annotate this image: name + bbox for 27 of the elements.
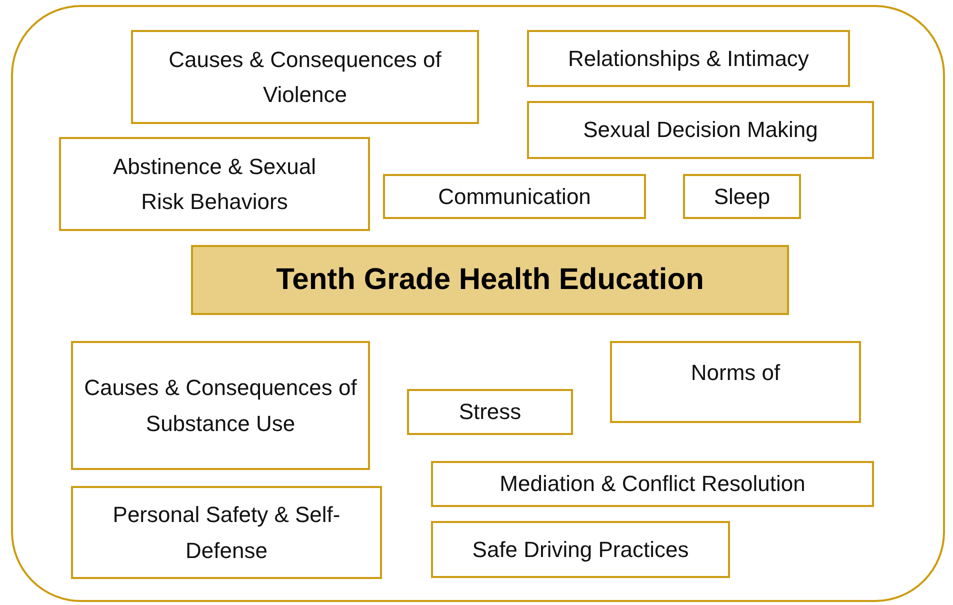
topic-text: Mediation & Conflict Resolution <box>498 470 806 498</box>
topic-text: Norms of <box>690 359 782 387</box>
topic-text: Causes & Consequences of Violence <box>168 46 442 109</box>
topic-text: Safe Driving Practices <box>471 536 690 564</box>
topic-box <box>71 486 382 579</box>
topic-text: Personal Safety & Self-Defense <box>112 501 342 564</box>
topic-text: Causes & Consequences of Substance Use <box>83 374 358 438</box>
container-box <box>11 5 945 602</box>
topic-text: Sleep <box>712 182 772 211</box>
topic-box <box>431 521 730 578</box>
topic-box <box>383 174 646 219</box>
topic-box <box>59 137 370 231</box>
topic-box <box>407 389 573 435</box>
topic-box <box>683 174 801 219</box>
heading-text: Tenth Grade Health Education <box>275 262 705 298</box>
topic-box <box>527 30 850 87</box>
topic-box <box>131 30 479 124</box>
topic-box <box>527 101 874 159</box>
topic-text: Relationships & Intimacy <box>567 44 810 73</box>
topic-box <box>431 461 874 507</box>
topic-text: Sexual Decision Making <box>582 116 819 144</box>
topic-box <box>71 341 370 470</box>
topic-text: Stress <box>458 398 522 426</box>
topic-box <box>610 341 861 423</box>
topic-text: Abstinence & Sexual Risk Behaviors <box>112 152 318 216</box>
topic-text: Communication <box>437 182 592 211</box>
title-box <box>191 245 789 315</box>
